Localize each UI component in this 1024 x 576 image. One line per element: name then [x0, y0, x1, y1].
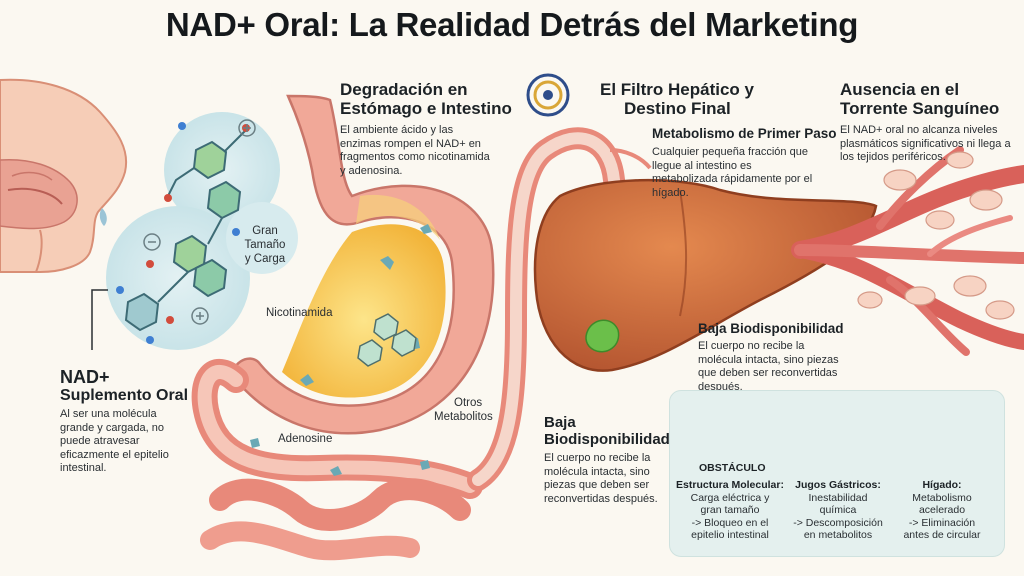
bioavail-right-heading: Baja Biodisponibilidad	[698, 321, 844, 336]
obstacle-item-line: -> Bloqueo en el	[691, 516, 769, 529]
bioavail-mid-heading-line2: Biodisponibilidad	[544, 431, 670, 448]
bioavail-mid-heading-line1: Baja	[544, 414, 576, 431]
obstacle-item-line: química	[819, 504, 857, 516]
label-otros-line1: Otros	[454, 397, 483, 409]
label-adenosine: Adenosine	[278, 433, 333, 445]
obstacle-item-title: Estructura Molecular:	[676, 479, 784, 491]
stomach-text: El ambiente ácido y las enzimas rompen e…	[340, 124, 490, 177]
supplement-heading-line1: NAD+	[60, 367, 110, 387]
supplement-text: Al ser una molécula grande y cargada, no…	[60, 408, 169, 474]
bubble-label-line2: Tamaño	[244, 239, 286, 251]
liver-text: Cualquier pequeña fracción que llegue al…	[652, 146, 813, 199]
obstacle-panel	[669, 390, 1005, 557]
bioavail-mid-text: El cuerpo no recibe la molécula intacta,…	[544, 452, 658, 505]
obstacle-item-gastric: Jugos Gástricos: Inestabilidad química -…	[786, 479, 890, 542]
bioavail-right-text: El cuerpo no recibe la molécula intacta,…	[698, 340, 839, 393]
obstacle-item-title: Jugos Gástricos:	[795, 479, 881, 491]
obstacle-item-line: acelerado	[918, 504, 966, 516]
obstacle-item-line: epitelio intestinal	[691, 529, 769, 541]
bubble-label-line3: y Carga	[244, 253, 286, 265]
obstacle-item-molecular: Estructura Molecular: Carga eléctrica y …	[674, 479, 786, 542]
blood-text: El NAD+ oral no alcanza niveles plasmáti…	[840, 124, 1011, 163]
label-otros-line2: Metabolitos	[434, 411, 493, 423]
head-illustration	[0, 78, 128, 273]
blood-heading-line1: Ausencia en el	[840, 80, 960, 99]
obstacle-item-line: antes de circular	[903, 529, 981, 541]
obstacle-item-line: gran tamaño	[700, 504, 760, 516]
stomach-illustration	[191, 94, 495, 561]
obstacle-item-line: Inestabilidad	[808, 491, 868, 504]
obstacle-item-line: Carga eléctrica y	[690, 491, 770, 504]
obstacle-item-liver: Hígado: Metabolismo acelerado -> Elimina…	[894, 479, 990, 542]
molecule-bubble	[106, 112, 298, 350]
bubble-label-line1: Gran	[252, 225, 278, 237]
obstacle-item-title: Hígado:	[922, 479, 962, 491]
obstacle-item-line: en metabolitos	[803, 529, 873, 541]
logo-mark	[526, 73, 570, 117]
page-title: NAD+ Oral: La Realidad Detrás del Market…	[165, 6, 859, 43]
stomach-heading-line2: Estómago e Intestino	[340, 99, 512, 118]
supplement-heading-line2: Suplemento Oral	[60, 387, 189, 404]
obstacle-item-line: -> Eliminación	[908, 516, 976, 529]
obstacle-label: OBSTÁCULO	[699, 462, 766, 474]
obstacle-item-line: Metabolismo	[912, 491, 972, 504]
label-nicotinamida: Nicotinamida	[266, 307, 333, 319]
liver-illustration	[533, 178, 878, 372]
liver-heading-line2: Destino Final	[624, 99, 731, 118]
bracket-line	[91, 289, 108, 350]
stomach-heading-line1: Degradación en	[340, 80, 468, 99]
liver-subheading: Metabolismo de Primer Paso	[652, 126, 837, 141]
liver-heading-line1: El Filtro Hepático y	[600, 80, 754, 99]
obstacle-item-line: -> Descomposición	[793, 516, 883, 529]
blood-vessel-illustration	[791, 146, 1024, 356]
blood-heading-line2: Torrente Sanguíneo	[840, 99, 1000, 118]
